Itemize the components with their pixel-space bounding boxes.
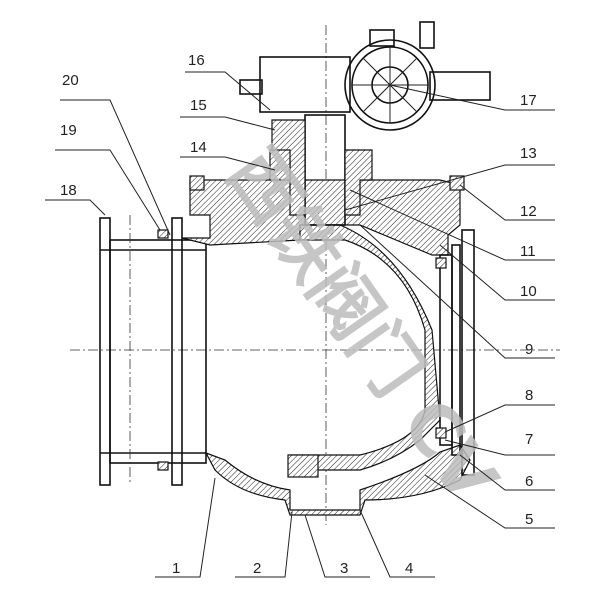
part-label-20: 20: [62, 72, 79, 89]
part-label-12: 12: [520, 203, 537, 220]
part-label-18: 18: [60, 182, 77, 199]
part-label-9: 9: [525, 341, 533, 358]
part-label-2: 2: [253, 560, 261, 577]
part-label-4: 4: [405, 560, 413, 577]
part-label-17: 17: [520, 92, 537, 109]
part-label-15: 15: [190, 97, 207, 114]
part-label-8: 8: [525, 387, 533, 404]
part-label-1: 1: [172, 560, 180, 577]
stem-bonnet: [189, 114, 465, 478]
part-label-5: 5: [525, 511, 533, 528]
valve-body: [181, 179, 475, 516]
gear-operator: [239, 21, 491, 131]
part-labels: 1 2 3 4 5 6 7 8 9 10 11 12 13 14 15 16 1…: [60, 52, 537, 577]
part-label-3: 3: [340, 560, 348, 577]
part-label-19: 19: [60, 122, 77, 139]
part-label-11: 11: [520, 243, 536, 260]
part-label-13: 13: [520, 145, 537, 162]
part-label-14: 14: [190, 139, 207, 156]
left-flange: [99, 215, 207, 486]
leader-lines: [45, 71, 555, 578]
part-label-6: 6: [525, 473, 533, 490]
part-label-16: 16: [188, 52, 205, 69]
part-label-7: 7: [525, 431, 533, 448]
part-label-10: 10: [520, 283, 537, 300]
